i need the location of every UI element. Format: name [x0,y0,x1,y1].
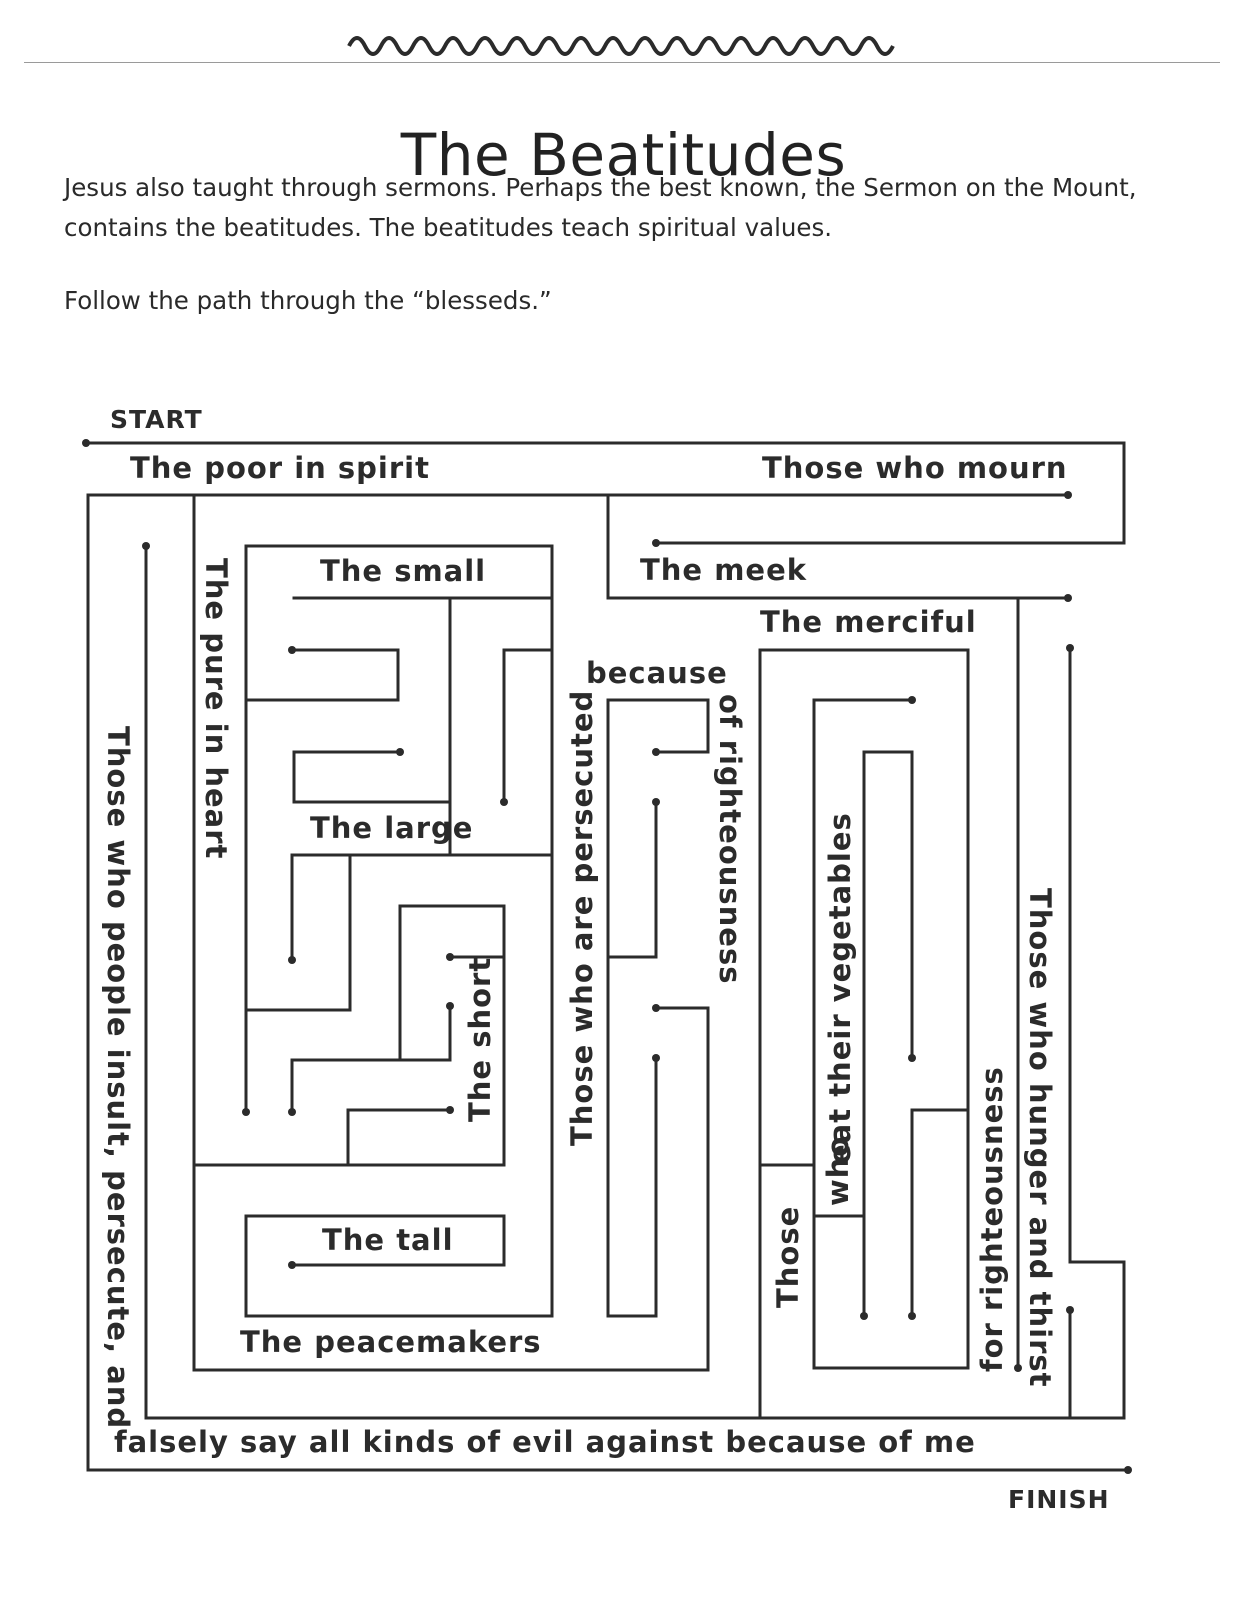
label-poor-in-spirit: The poor in spirit [130,451,430,485]
label-small: The small [320,554,486,588]
start-label: START [110,405,203,434]
header-rule [24,62,1220,63]
label-of-righteousness: of righteousness [713,694,747,984]
label-who: who [821,1136,855,1206]
instruction-text: Follow the path through the “blesseds.” [64,286,552,315]
maze-walls [84,441,1130,1472]
label-persecuted: Those who are persecuted [565,690,599,1146]
label-falsely: falsely say all kinds of evil against be… [114,1425,976,1459]
label-pure-in-heart: The pure in heart [199,558,233,859]
label-meek: The meek [640,553,807,587]
label-tall: The tall [322,1223,454,1257]
label-insult: Those who people insult, persecute, and [101,726,135,1429]
decorative-wave-border [347,36,895,56]
label-peacemakers: The peacemakers [240,1325,542,1359]
label-merciful: The merciful [760,605,977,639]
label-for-righteousness: for righteousness [975,1066,1009,1372]
label-eat-vegetables: eat their vegetables [823,812,857,1164]
label-hunger-thirst: Those who hunger and thirst [1023,888,1057,1388]
maze-dots [82,439,1132,1474]
label-because: because [586,656,728,690]
intro-paragraph: Jesus also taught through sermons. Perha… [64,173,1137,242]
label-large: The large [310,811,473,845]
label-mourn: Those who mourn [762,451,1068,485]
label-short: The short [463,957,497,1122]
page-title: The Beatitudes [400,120,847,189]
finish-label: FINISH [1008,1485,1110,1514]
label-those: Those [771,1206,805,1308]
